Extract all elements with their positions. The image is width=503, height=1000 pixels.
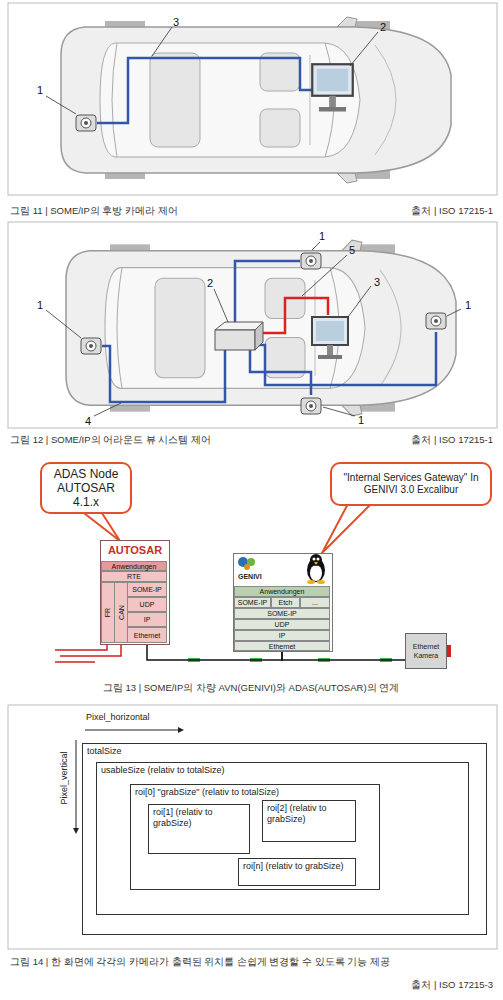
callout-number: 5 [349, 244, 355, 256]
node-text: ... [312, 599, 318, 606]
callout-number: 1 [319, 230, 325, 242]
layer-box: Ethernet [234, 641, 330, 651]
caption: 그림 11 | SOME/IP의 후방 카메라 제어 [10, 205, 178, 218]
callout-number: 1 [37, 299, 43, 311]
axis-label: Pixel_vertical [59, 751, 69, 804]
callout-number: 3 [173, 16, 179, 28]
node-text: FR [105, 608, 112, 617]
node-text: SOME-IP [267, 610, 297, 617]
node-text: totalSize [87, 746, 482, 757]
caption: 그림 12 | SOME/IP의 어라운드 뷰 시스템 제어 [10, 434, 211, 447]
callout-bubble: "Internal Services Gateway" In GENIVI 3.… [330, 462, 492, 506]
layer-box: SOME-IP [234, 597, 271, 608]
layer-box: SOME-IP [127, 582, 167, 597]
callout-bubble: ADAS Node AUTOSAR 4.1.x [40, 462, 132, 514]
node-text: Ethernet Kamera [408, 642, 444, 660]
node-text: UDP [140, 601, 155, 608]
node-text: Anwendungen [112, 563, 157, 570]
stack-box: GENIVI AnwendungenSOME-IP Etch... SOME-IP UD… [233, 553, 333, 652]
axis-label: Pixel_horizontal [86, 712, 150, 722]
size-box: usableSize (relativ to totalSize) roi[0] … [96, 762, 469, 915]
callout-number: 2 [207, 277, 213, 289]
layer-box: CAN [114, 582, 128, 643]
callout-number: 4 [85, 415, 91, 427]
source-note: 출처 | ISO 17215-1 [411, 205, 493, 218]
layer-box: FR [101, 582, 115, 643]
layer-box: Anwendungen [234, 586, 330, 597]
caption: 그림 14 | 한 화면에 각각의 카메라가 출력된 위치를 손쉽게 변경할 수… [10, 956, 390, 969]
callout-number: 1 [358, 414, 364, 426]
node-text: AUTOSAR [101, 541, 169, 560]
node-text: "Internal Services Gateway" In GENIVI 3.… [336, 472, 486, 496]
layer-box: RTE [101, 571, 167, 582]
layer-box: Anwendungen [101, 561, 167, 571]
source-note: 출처 | ISO 17215-3 [411, 979, 493, 992]
roi-box: roi[2] (relativ to grabSize) [262, 800, 356, 842]
node-text: CAN [118, 605, 125, 620]
caption: 그림 13 | SOME/IP의 차량 AVN(GENIVI)와 ADAS(AU… [103, 682, 399, 695]
roi-box: roi[n] (relativ to grabSize) [238, 858, 356, 886]
node-text: IP [279, 632, 286, 639]
node-text: roi[n] (relativ to grabSize) [243, 861, 351, 872]
node-text: SOME-IP [238, 599, 268, 606]
callout-number: 1 [37, 84, 43, 96]
source-note: 출처 | ISO 17215-1 [411, 434, 493, 447]
node-text: Anwendungen [260, 588, 305, 595]
layer-box: Etch [271, 597, 300, 608]
layer-box: Ethernet [127, 627, 167, 643]
node-text: Ethernet [134, 632, 160, 639]
layer-box: UDP [127, 597, 167, 612]
callout-number: 2 [380, 21, 386, 33]
node-text: roi[1] (relativ to grabSize) [153, 807, 245, 829]
layer-box: IP [127, 612, 167, 627]
node-text: roi[0] "grabSize" (relativ to totalSize) [135, 787, 375, 798]
ethernet-bus [282, 651, 405, 660]
camera-box: Ethernet Kamera [405, 633, 447, 669]
node-text: RTE [127, 573, 141, 580]
roi-box: roi[0] "grabSize" (relativ to totalSize)… [130, 784, 380, 890]
stack-box: AUTOSAR AnwendungenRTE FR CAN SOME-IP UDP IP Et… [100, 540, 170, 645]
node-text: roi[2] (relativ to grabSize) [267, 803, 351, 825]
node-text: SOME-IP [132, 586, 162, 593]
layer-box: IP [234, 630, 330, 641]
roi-box: roi[1] (relativ to grabSize) [148, 804, 250, 854]
node-text: GENIVI [234, 554, 332, 580]
node-text: Ethernet [269, 643, 295, 650]
node-text: Etch [278, 599, 292, 606]
node-text: ADAS Node AUTOSAR 4.1.x [46, 467, 126, 509]
layer-box: UDP [234, 619, 330, 630]
callout-number: 1 [465, 299, 471, 311]
node-text: usableSize (relativ to totalSize) [101, 765, 464, 776]
layer-box: ... [300, 597, 330, 608]
node-text: UDP [275, 621, 290, 628]
size-box: totalSize usableSize (relativ to totalSiz… [82, 743, 487, 935]
layer-box: SOME-IP [234, 608, 330, 619]
node-text: IP [144, 616, 151, 623]
callout-number: 3 [374, 276, 380, 288]
